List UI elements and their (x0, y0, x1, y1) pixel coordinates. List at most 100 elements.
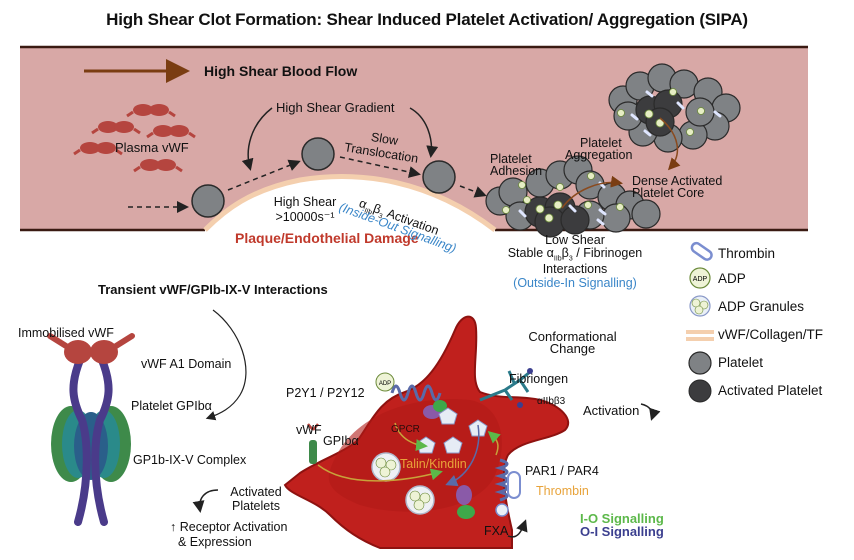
dense-core-label-2: Platelet Core (632, 186, 705, 200)
io-arrow (394, 422, 428, 452)
high-shear-value: >10000s⁻¹ (275, 210, 335, 224)
oi-signalling-label: O-I Signalling (580, 524, 664, 539)
interactions-label: Interactions (542, 262, 608, 276)
stable-suffix: / Fibrinogen (572, 246, 643, 260)
outside-in-label: (Outside-In Signalling) (513, 276, 637, 290)
adp-markers-aggregation (617, 88, 705, 136)
plaque-edge (203, 174, 497, 232)
io-arrow (317, 464, 443, 482)
adp-icon (375, 372, 395, 392)
translocation-arrows (128, 156, 487, 213)
thrombin-markers-aggregation (630, 90, 722, 137)
vwf-molecule-icon (133, 159, 183, 173)
flow-label: High Shear Blood Flow (204, 63, 358, 79)
vwf-molecule-icon (91, 121, 141, 135)
vwf-molecule-icon (126, 104, 176, 118)
a1-domain-label: vWF A1 Domain (141, 357, 232, 371)
svg-text:ADP: ADP (693, 276, 708, 283)
aggregation-label-2: Aggregation (565, 148, 633, 162)
activation-arrow-icon (640, 403, 661, 421)
par-receptor (456, 458, 521, 519)
legend-platelet: Platelet (718, 355, 764, 370)
legend-thrombin: Thrombin (718, 246, 776, 261)
fibrinogen-integrin (479, 368, 533, 408)
stable-label: Stable αIIbβ3 / Fibrinogen (490, 246, 660, 263)
platelet-icon (301, 137, 335, 171)
gradient-arrow-left (241, 107, 273, 171)
adhesion-label-2: Adhesion (490, 164, 543, 178)
vwf-collagen-tf-icon (686, 330, 714, 341)
section-title: Transient vWF/GPIb-IX-V Interactions (98, 282, 328, 297)
receptor-label-2: & Expression (178, 535, 252, 549)
io-signalling-label: I-O Signalling (580, 511, 664, 526)
translocating-platelets (191, 137, 456, 218)
activated-platelet-icon (688, 379, 712, 403)
sub-3: 3 (568, 255, 573, 263)
thrombin-icon (690, 241, 713, 261)
stable-prefix: Stable (507, 246, 547, 260)
legend-adp: ADP (718, 271, 746, 286)
core-arrow-icon (561, 175, 623, 209)
low-shear-label: Low Shear (545, 233, 605, 247)
io-arrow (487, 431, 501, 456)
thrombin-icon (507, 471, 521, 499)
gradient-label: High Shear Gradient (276, 100, 395, 115)
fxa-label: FXA (484, 524, 509, 538)
activation-label: Activation (583, 403, 640, 418)
adp-granule-cluster (371, 452, 435, 515)
plasma-vwf-molecules (73, 104, 196, 173)
beta: β (561, 246, 569, 260)
gpiba-small-label: GPIbα (323, 434, 359, 448)
sub-iib: IIb (553, 255, 562, 263)
conformational-label-2: Change (549, 341, 596, 356)
p2y-label: P2Y1 / P2Y12 (286, 386, 365, 400)
adp-icon (689, 267, 711, 289)
par-label: PAR1 / PAR4 (525, 464, 599, 478)
vwf-molecule-icon (146, 125, 196, 139)
platelet-icon (422, 160, 456, 194)
activated-arrow-icon (192, 489, 219, 513)
interaction-arrow (205, 309, 247, 421)
plasma-vwf-label: Plasma vWF (115, 140, 189, 155)
platelet-icon (688, 351, 712, 375)
pentagons (416, 407, 488, 454)
vwf-small-label: vWF (296, 423, 322, 437)
core-arrow-icon (659, 117, 681, 171)
receptor-label-1: ↑ Receptor Activation (170, 520, 288, 534)
svg-text:ADP: ADP (379, 381, 391, 387)
plaque-label: Plaque/Endothelial Damage (235, 230, 419, 246)
talin-label: Talin/Kindlin (400, 457, 467, 471)
legend-vwf-collagen-tf: vWF/Collagen/TF (718, 327, 824, 342)
adp-markers (502, 172, 624, 223)
vwf-gpiba-small (307, 423, 319, 464)
p2y-receptor: ADP (375, 372, 447, 419)
activated-platelets-label-2: Platelets (232, 499, 280, 513)
legend-icons: ADP (686, 241, 714, 403)
dense-core-label-1: Dense Activated (632, 174, 723, 188)
fibrinogen-label: Fibriongen (509, 372, 569, 386)
vwf-molecule-icon (73, 142, 123, 156)
integrin-small-label: αIIbβ3 (537, 396, 566, 407)
gradient-arrow-right (409, 107, 439, 158)
fxa-arrow-icon (507, 519, 528, 538)
oi-arrow (445, 424, 480, 487)
complex-label: GP1b-IX-V Complex (133, 453, 247, 467)
immobilised-vwf-label: Immobilised vWF (18, 326, 114, 340)
gpib-ix-v-receptor (47, 333, 135, 526)
high-shear-label: High Shear (273, 195, 337, 209)
activated-platelets-label-1: Activated (230, 485, 282, 499)
legend-adp-granules: ADP Granules (718, 299, 805, 314)
figure-title: High Shear Clot Formation: Shear Induced… (106, 10, 748, 29)
thrombin-label: Thrombin (536, 484, 589, 498)
alpha: α (546, 246, 554, 260)
conformational-label-1: Conformational (528, 329, 617, 344)
gpcr-label: GPCR (391, 424, 420, 435)
legend-activated-platelet: Activated Platelet (718, 383, 823, 398)
adhesion-label-1: Platelet (490, 152, 532, 166)
gpiba-label: Platelet GPIbα (131, 399, 212, 413)
activated-platelet-cell (283, 315, 570, 549)
aggregation-label-1: Platelet (580, 136, 622, 150)
vwf-a1-domain-icon (47, 333, 135, 364)
aggregation-cluster (608, 63, 741, 153)
